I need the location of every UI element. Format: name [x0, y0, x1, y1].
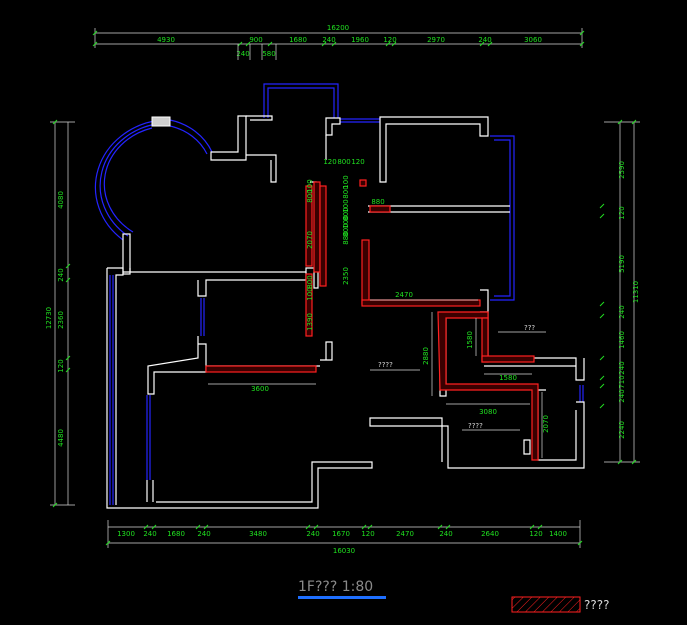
room-label: ???	[524, 324, 535, 332]
title-text: 1F??? 1:80	[298, 579, 373, 595]
inner-dim: 800	[342, 185, 350, 198]
windows	[94, 83, 584, 505]
left-dim: 120	[57, 359, 65, 372]
bottom-dim: 2470	[396, 530, 414, 538]
bottom-dim: 1400	[549, 530, 567, 538]
right-dim: 1460	[618, 331, 626, 349]
inner-dim: 800	[306, 189, 314, 202]
inner-dim: 1580	[499, 374, 517, 382]
room-label: ????	[378, 361, 393, 369]
right-dim: 710	[618, 375, 626, 388]
bottom-dim: 240	[197, 530, 210, 538]
bottom-dim: 1680	[167, 530, 185, 538]
top-dim: 2970	[427, 36, 445, 44]
bottom-dim: 120	[529, 530, 542, 538]
bottom-dim: 240	[439, 530, 452, 538]
inner-dim: 100	[342, 175, 350, 188]
new-walls	[205, 179, 539, 461]
walls	[106, 115, 585, 509]
inner-dim: 2470	[395, 291, 413, 299]
left-dim: 240	[57, 268, 65, 281]
drawing-title: 1F??? 1:80	[298, 579, 386, 599]
inner-dim: 2350	[342, 267, 350, 285]
inner-dim: 3080	[479, 408, 497, 416]
inner-dim: 880	[342, 231, 350, 244]
inner-dim: 100	[306, 287, 314, 300]
legend: ????	[511, 596, 609, 613]
left-dimension-chain: 4080 240 2360 120 4480 12730	[45, 119, 75, 508]
inner-dim: 2070	[306, 231, 314, 249]
room-label: ????	[468, 422, 483, 430]
right-dim: 240	[618, 305, 626, 318]
top-small-dim: 580	[262, 50, 275, 58]
top-dimension-chain: 16200 4930 900 1680 240 1960 120 2970 24…	[92, 24, 585, 60]
inner-dim: 120	[351, 158, 364, 166]
legend-swatch	[511, 596, 581, 613]
top-dim: 240	[478, 36, 491, 44]
right-dim: 2240	[618, 421, 626, 439]
top-dim: 1680	[289, 36, 307, 44]
bottom-total-dim: 16030	[333, 547, 355, 555]
bottom-dim: 240	[143, 530, 156, 538]
right-dim: 240	[618, 389, 626, 402]
bottom-dimension-chain: 1300 240 1680 240 3480 240 1670 120 2470…	[105, 520, 583, 555]
legend-label: ????	[584, 598, 609, 612]
right-dim: 240	[618, 361, 626, 374]
inner-dim: 1580	[466, 331, 474, 349]
inner-dim: 100	[306, 179, 314, 192]
top-dim: 3060	[524, 36, 542, 44]
room-labels: ??? ???? ????	[370, 324, 546, 431]
bottom-dim: 240	[306, 530, 319, 538]
bottom-dim: 3480	[249, 530, 267, 538]
right-dim: 2590	[618, 161, 626, 179]
left-dim: 4080	[57, 191, 65, 209]
top-dim: 240	[322, 36, 335, 44]
top-total-dim: 16200	[327, 24, 349, 32]
left-dim: 2360	[57, 311, 65, 329]
inner-dim: 800	[342, 223, 350, 236]
right-dimension-chain: 2590 120 5190 240 1460 240 710 240 2240 …	[599, 119, 640, 465]
top-dim: 4930	[157, 36, 175, 44]
bottom-dim: 120	[361, 530, 374, 538]
inner-dim: 800	[337, 158, 350, 166]
right-total-dim: 11310	[632, 281, 640, 303]
bottom-dim: 1670	[332, 530, 350, 538]
left-dim: 4480	[57, 429, 65, 447]
right-dim: 5190	[618, 255, 626, 273]
inner-dim: 800	[342, 207, 350, 220]
inner-dimensions: 120 800 120 800 100 800 100 800 100 880 …	[208, 158, 550, 458]
inner-dim: 3600	[251, 385, 269, 393]
top-small-dim: 240	[236, 50, 249, 58]
top-dim: 1960	[351, 36, 369, 44]
title-underline	[298, 596, 386, 599]
left-total-dim: 12730	[45, 307, 53, 329]
inner-dim: 800	[306, 275, 314, 288]
inner-dim: 100	[342, 215, 350, 228]
inner-dim: 100	[342, 199, 350, 212]
bottom-dim: 2640	[481, 530, 499, 538]
inner-dim: 2070	[542, 415, 550, 433]
top-dim: 120	[383, 36, 396, 44]
bottom-dim: 1300	[117, 530, 135, 538]
inner-dim: 2880	[422, 347, 430, 365]
right-dim: 120	[618, 206, 626, 219]
inner-dim: 880	[371, 198, 384, 206]
inner-dim: 1390	[306, 313, 314, 331]
top-dim: 900	[249, 36, 262, 44]
inner-dim: 120	[323, 158, 336, 166]
